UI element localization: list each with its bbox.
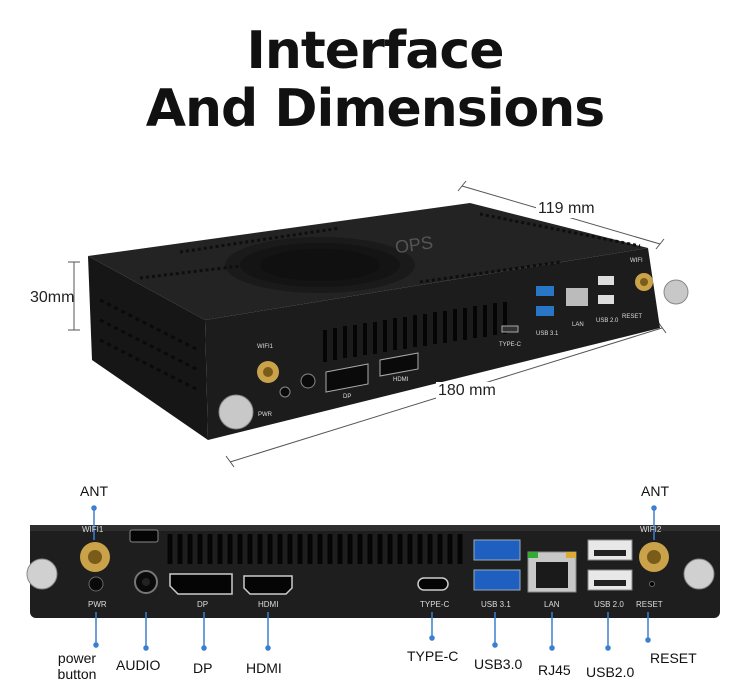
- top-label-wifi: WIFI: [630, 258, 643, 264]
- top-label-reset: RESET: [622, 314, 642, 320]
- callout-hdmi: HDMI: [246, 660, 282, 676]
- panel-label-typec: TYPE-C: [420, 600, 450, 609]
- panel-label-dp: DP: [197, 600, 208, 609]
- top-label-usb20: USB 2.0: [596, 318, 619, 324]
- top-vent-grille: [225, 237, 415, 293]
- panel-typec-port: [417, 577, 449, 591]
- dimension-height-label: 30mm: [30, 289, 75, 306]
- panel-label-wifi2: WIFI2: [640, 525, 662, 534]
- top-label-hdmi: HDMI: [393, 377, 409, 383]
- callout-usb20: USB2.0: [586, 664, 635, 680]
- panel-thumbscrew-right: [683, 558, 715, 590]
- callout-dp: DP: [193, 660, 213, 676]
- panel-label-wifi1: WIFI1: [82, 525, 104, 534]
- top-label-pwr: PWR: [258, 412, 273, 418]
- title-line-1: Interface: [246, 21, 505, 81]
- callout-audio: AUDIO: [116, 657, 161, 673]
- panel-power-button: [88, 576, 104, 592]
- panel-label-reset: RESET: [636, 600, 663, 609]
- panel-dp-port: [169, 573, 233, 595]
- device-front-ports: [279, 276, 614, 398]
- title-line-2: And Dimensions: [145, 79, 606, 139]
- panel-label-pwr: PWR: [88, 600, 107, 609]
- panel-reset-hole: [649, 581, 655, 587]
- callout-lines: [91, 505, 657, 651]
- callout-rj45: RJ45: [538, 662, 571, 678]
- callout-reset: RESET: [650, 650, 697, 666]
- top-label-dp: DP: [343, 394, 351, 400]
- top-label-wifi1: WIFI1: [257, 344, 274, 350]
- top-label-usb31: USB 3.1: [536, 331, 559, 337]
- callout-power-line-1: power: [57, 650, 97, 666]
- panel-usb31-port-top: [473, 539, 521, 561]
- thumbscrew-left: [218, 394, 254, 430]
- callout-usb30: USB3.0: [474, 656, 523, 672]
- dimension-length-label: 180 mm: [436, 382, 498, 400]
- panel-thumbscrew-left: [26, 558, 58, 590]
- callout-ant-left: ANT: [80, 483, 108, 499]
- top-label-lan: LAN: [572, 322, 584, 328]
- dimension-width-label: 119 mm: [536, 200, 597, 218]
- thumbscrew-right: [663, 279, 689, 305]
- front-panel: [26, 525, 720, 618]
- callout-power-line-2: button: [57, 666, 97, 682]
- panel-label-usb20: USB 2.0: [594, 600, 624, 609]
- callout-ant-right: ANT: [641, 483, 669, 499]
- panel-label-lan: LAN: [544, 600, 560, 609]
- panel-label-usb31: USB 3.1: [481, 600, 511, 609]
- callout-power-button: power button: [50, 650, 104, 682]
- panel-usb31-port-bottom: [473, 569, 521, 591]
- panel-label-hdmi: HDMI: [258, 600, 278, 609]
- top-label-typec: TYPE-C: [499, 342, 522, 348]
- device-antennas: [257, 273, 653, 383]
- panel-hdmi-port: [243, 575, 293, 595]
- device-side-face: [88, 256, 208, 440]
- callout-type-c: TYPE-C: [407, 648, 459, 664]
